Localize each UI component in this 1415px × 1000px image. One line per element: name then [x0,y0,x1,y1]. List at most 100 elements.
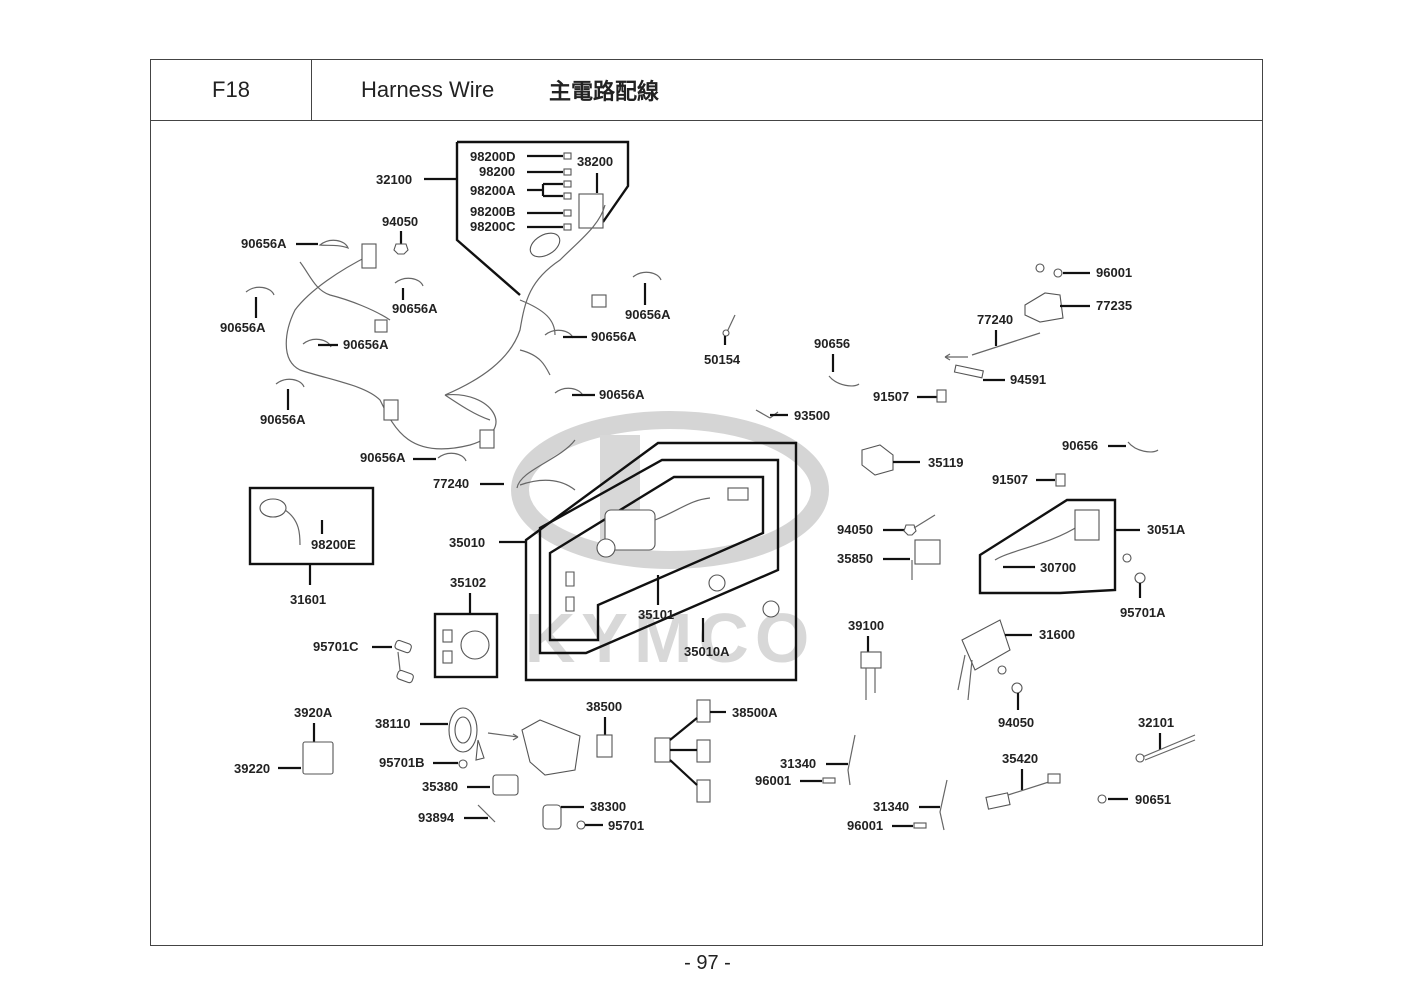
title-english: Harness Wire [361,77,495,102]
callout-94050-mid: 94050 [837,522,873,537]
callout-90656A-7: 90656A [591,329,637,344]
callout-95701C: 95701C [313,639,359,654]
bracket [521,719,581,776]
ignition-coil [1074,509,1100,541]
title-chinese: 主電路配線 [549,80,660,105]
clip-90651 [1097,794,1107,804]
callout-95701B: 95701B [379,755,425,770]
nut-94050-mid [903,524,917,536]
condenser-38300 [542,804,562,830]
callout-91507-1: 91507 [873,389,909,404]
cable-ties-90656A [245,239,662,462]
callout-96001-2: 96001 [847,818,883,833]
cable-77240 [971,332,1041,356]
harness-32101 [1139,734,1196,761]
callout-30700: 30700 [1040,560,1076,575]
watermark-ellipse [511,411,829,569]
callout-35010: 35010 [449,535,485,550]
callout-90656A-9: 90656A [360,450,406,465]
callout-93500: 93500 [794,408,830,423]
connector-35420 [985,792,1011,810]
callout-31601: 31601 [290,592,326,607]
callout-90656-2: 90656 [1062,438,1098,453]
callout-38110: 38110 [375,716,410,731]
starter-relay-35380 [492,774,519,796]
leader-98200A [527,182,563,198]
cdi-unit-31600 [961,619,1011,671]
callout-31600: 31600 [1039,627,1075,642]
callout-77240-top: 77240 [977,312,1013,327]
callout-94050-top: 94050 [382,214,418,229]
callout-38300: 38300 [590,799,626,814]
callout-39100: 39100 [848,618,884,633]
group-box-35010A [538,458,780,655]
switch-body-35102 [460,630,490,660]
callout-38500: 38500 [586,699,622,714]
callout-90656A-1: 90656A [241,236,287,251]
clip-90656 [828,375,860,387]
callout-98200A: 98200A [470,183,516,198]
relay-38200 [578,193,604,229]
callout-90656A-2: 90656A [220,320,266,335]
callout-90656-1: 90656 [814,336,850,351]
callout-90656A-6: 90656A [625,307,671,322]
main-harness [285,204,607,450]
clip-90656-right [1127,441,1159,453]
sensor-31340-2 [939,779,948,831]
cable-77240-mid [516,439,576,491]
callout-32101: 32101 [1138,715,1174,730]
callout-38500A: 38500A [732,705,778,720]
diagram-frame [150,59,1263,946]
callout-98200E: 98200E [311,537,356,552]
callout-35101: 35101 [638,607,674,622]
callout-98200: 98200 [479,164,515,179]
cover-35119 [861,444,894,476]
group-box-35010 [524,441,798,682]
callout-35102: 35102 [450,575,486,590]
group-box-35101 [548,475,765,642]
terminals [563,152,572,231]
section-code: F18 [151,60,312,120]
callout-95701A: 95701A [1120,605,1166,620]
plate-94591 [953,364,984,379]
nut-94050 [393,243,409,255]
callout-95701: 95701 [608,818,644,833]
callout-94591: 94591 [1010,372,1046,387]
callout-96001-1: 96001 [755,773,791,788]
callout-31340-1: 31340 [780,756,816,771]
clip-91507 [936,389,947,403]
relay-35850 [914,539,941,565]
callout-77235: 77235 [1096,298,1132,313]
group-box-31601 [248,486,375,566]
callout-3051A: 3051A [1147,522,1186,537]
callout-90656A-8: 90656A [599,387,645,402]
callout-90651: 90651 [1135,792,1171,807]
relay-39100 [860,651,882,669]
callout-77240-mid: 77240 [433,476,469,491]
callout-35119: 35119 [928,455,963,470]
callout-91507-2: 91507 [992,472,1028,487]
kymco-watermark: KYMCO [511,411,829,677]
watermark-text: KYMCO [525,599,816,677]
callout-35850: 35850 [837,551,873,566]
callout-38200: 38200 [577,154,613,169]
relay-38500 [596,734,613,758]
arrow [944,353,968,361]
relay-set-38500A [654,699,711,803]
callout-98200C: 98200C [470,219,516,234]
page-number: - 97 - [684,952,731,974]
bracket-77235 [1024,292,1064,323]
callout-98200D: 98200D [470,149,516,164]
callout-90656A-5: 90656A [392,301,438,316]
group-box-35102 [433,612,499,679]
ignition-coil-lead [994,524,1081,561]
callout-35010A: 35010A [684,644,730,659]
callout-31340-2: 31340 [873,799,909,814]
callout-93894: 93894 [418,810,455,825]
callout-90656A-3: 90656A [343,337,389,352]
group-box-3051A [978,498,1117,595]
callout-50154: 50154 [704,352,741,367]
callout-90656A-4: 90656A [260,412,306,427]
pin-50154 [726,314,736,333]
